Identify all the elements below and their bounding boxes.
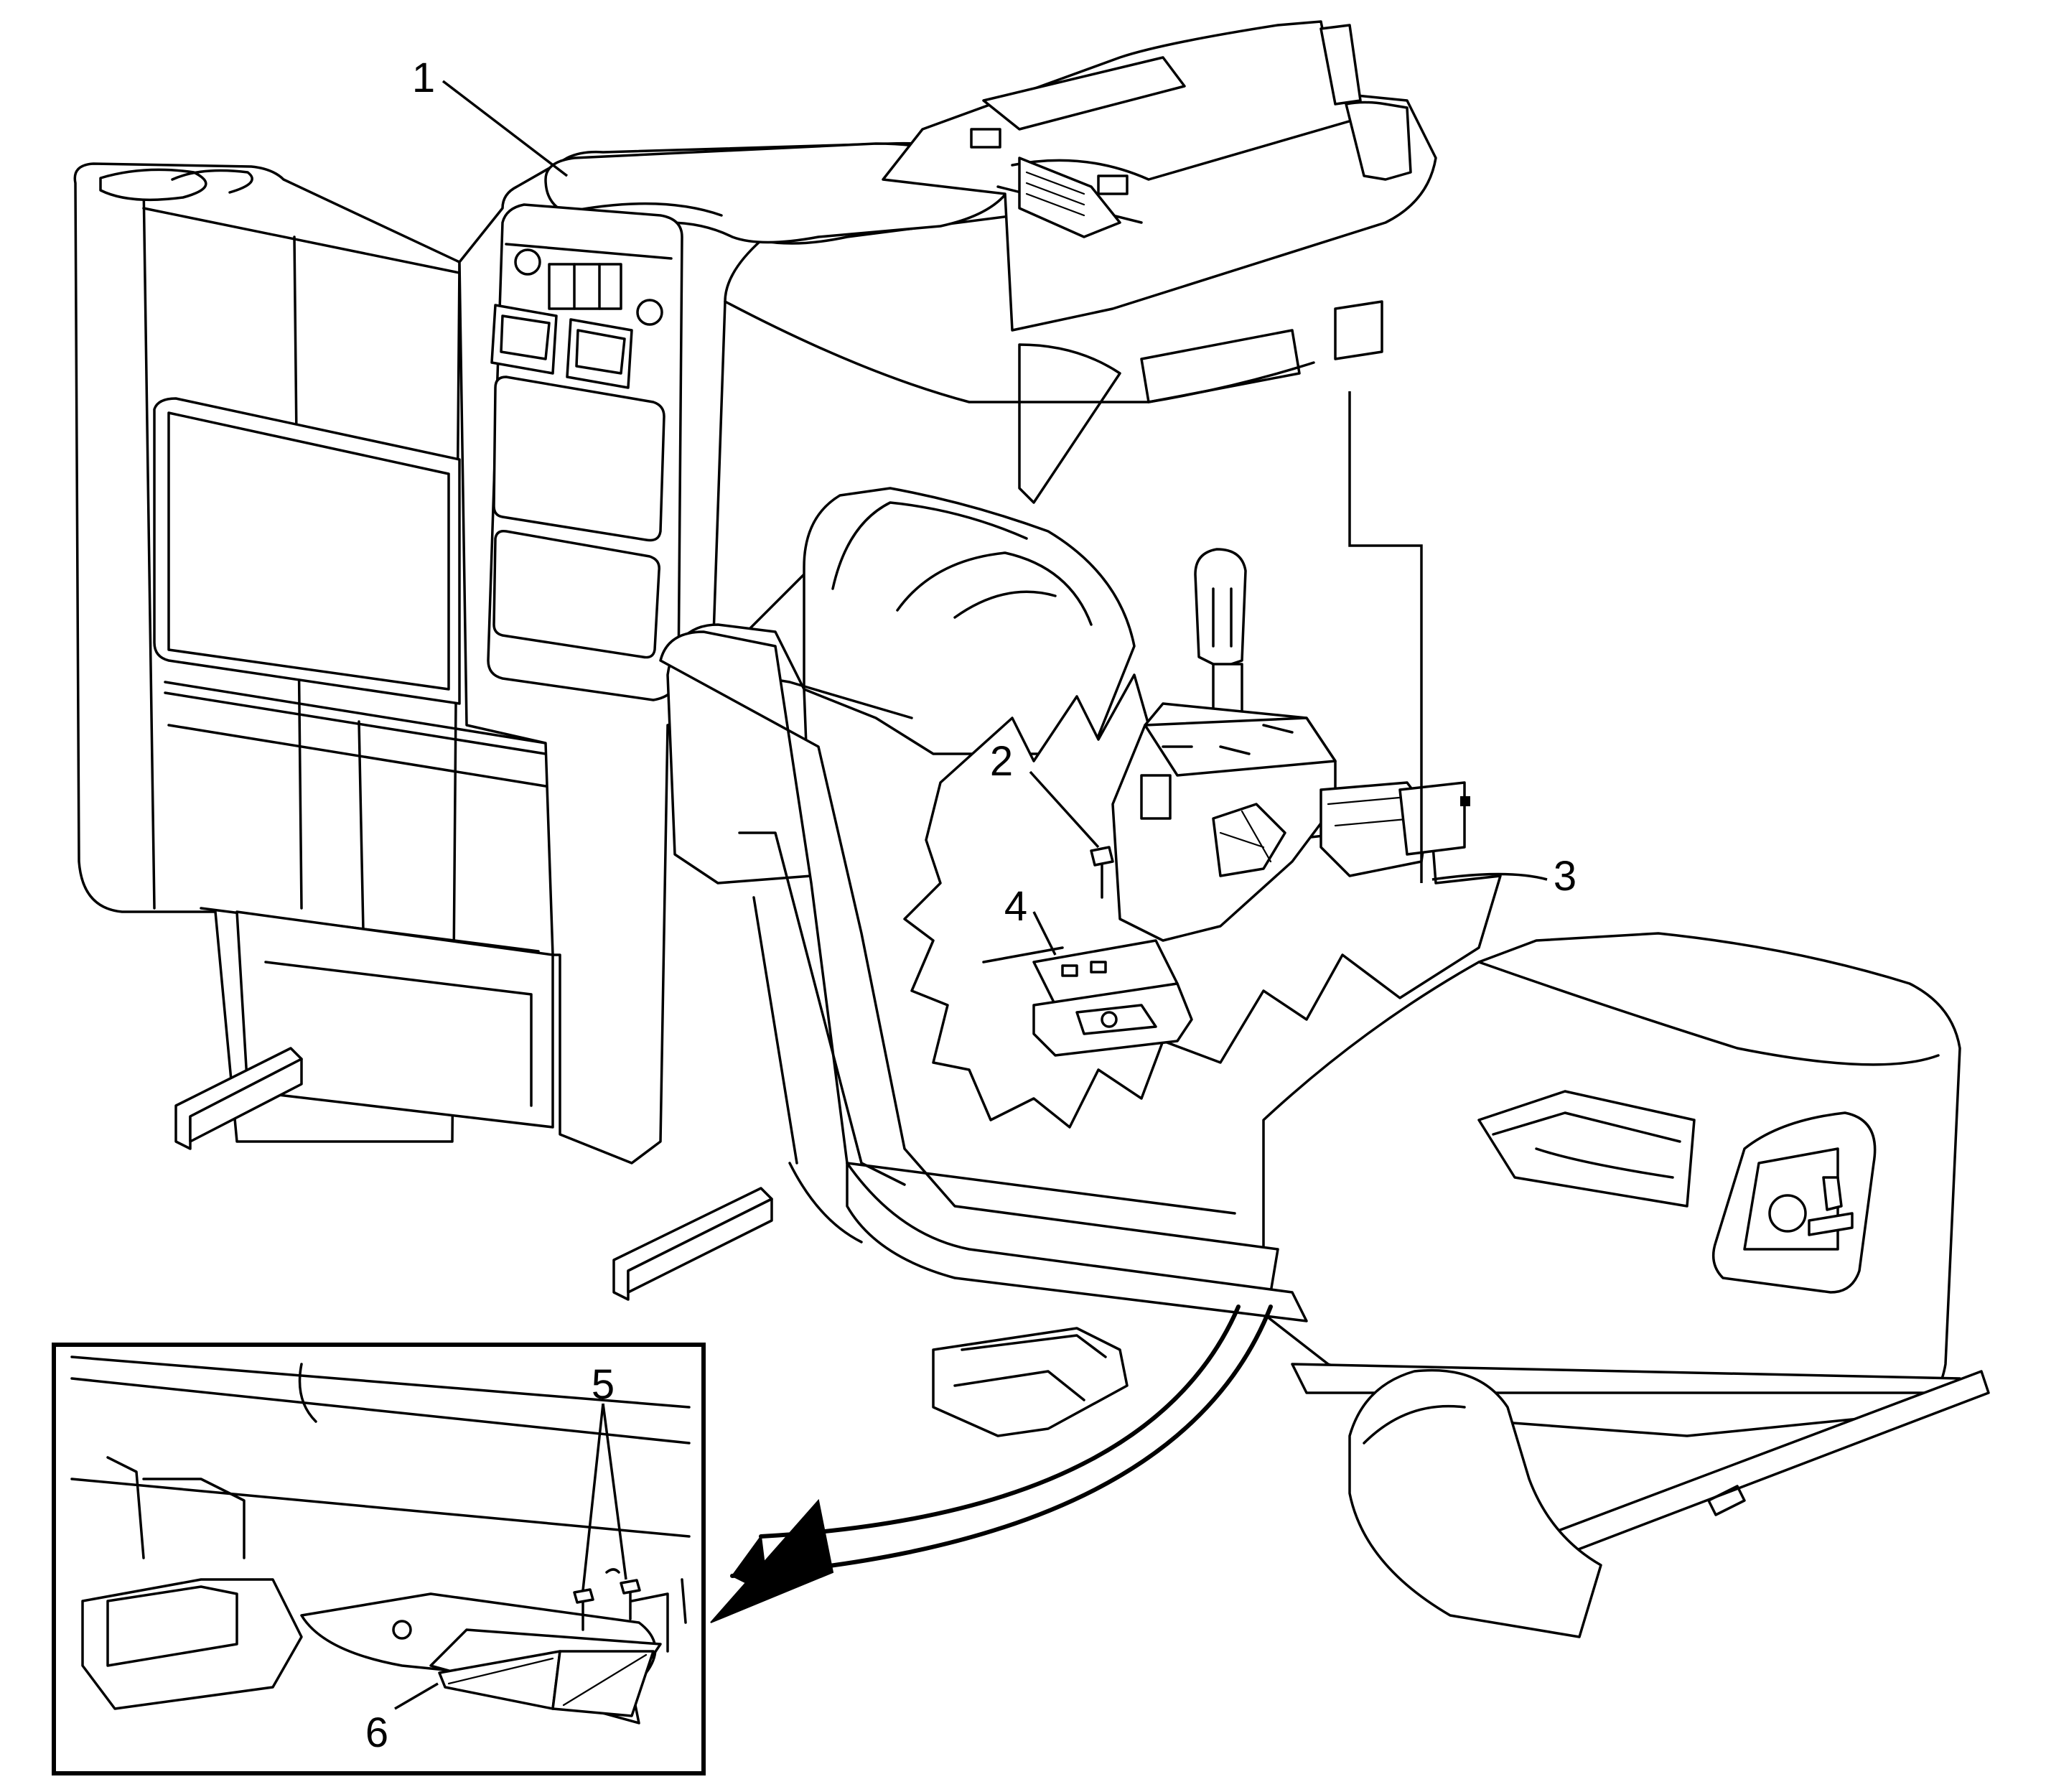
screw-2 — [1090, 846, 1114, 899]
cover-plate-6 — [429, 1628, 662, 1725]
floor-pad — [932, 1327, 1129, 1437]
center-console-lower — [659, 630, 1308, 1322]
leader-lines — [394, 80, 1548, 1710]
front-console — [716, 20, 1437, 662]
callout-2: 2 — [990, 738, 1013, 785]
front-seat-cushion-tip — [1348, 1368, 1602, 1638]
callout-3: 3 — [1554, 853, 1576, 900]
curved-arrow — [710, 1305, 1273, 1623]
rear-seat-back — [73, 162, 554, 1143]
rear-console — [458, 141, 1018, 1165]
trim-bracket-4 — [982, 939, 1193, 1057]
shifter-assembly — [1111, 548, 1470, 942]
callout-6: 6 — [365, 1709, 388, 1756]
callout-5: 5 — [592, 1361, 615, 1408]
callout-1: 1 — [412, 55, 435, 101]
pushpin-retainers-5 — [573, 1568, 641, 1631]
callout-4: 4 — [1004, 883, 1027, 930]
front-seat-cushion — [1262, 932, 1990, 1602]
front-seat-back — [666, 487, 1136, 885]
seat-track-left — [174, 1047, 773, 1301]
